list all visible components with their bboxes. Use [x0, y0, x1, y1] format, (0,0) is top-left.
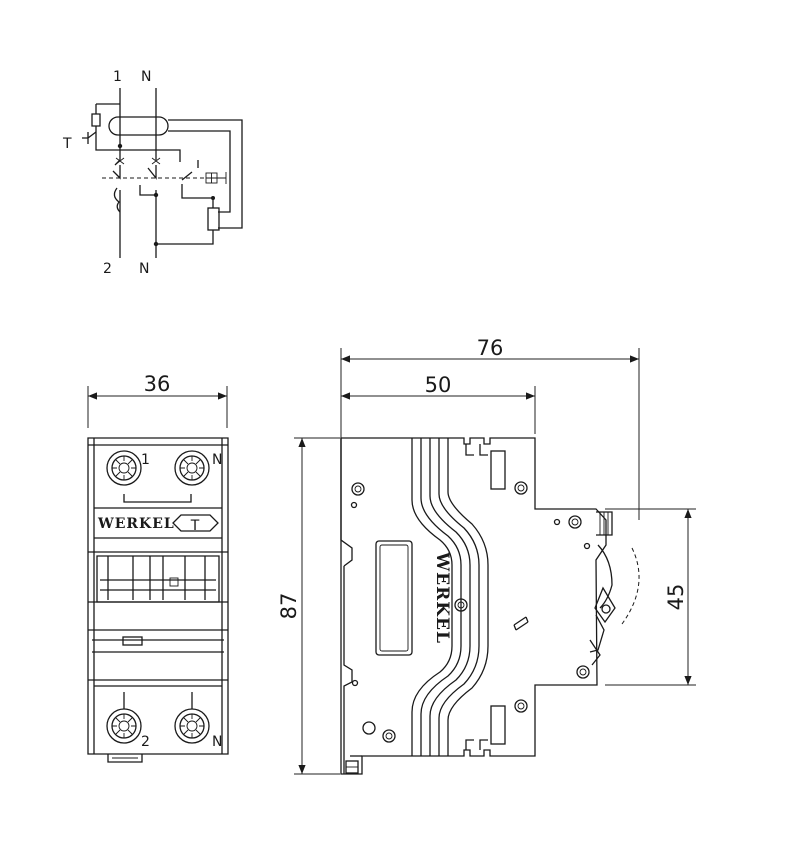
- front-view: 36 1 N WERKEL T: [87, 372, 229, 763]
- side-view: 76 50 87 45: [277, 336, 696, 775]
- side-height-dimension: 87: [277, 593, 301, 620]
- front-terminal-1: 1: [141, 452, 150, 468]
- side-depth-body-dimension: 50: [425, 373, 452, 397]
- side-brand: WERKEL: [432, 551, 452, 644]
- schematic-label-n-bottom: N: [139, 261, 149, 277]
- schematic-label-2: 2: [103, 261, 112, 277]
- screw-top-right: [174, 450, 210, 486]
- schematic-label-t: T: [62, 136, 72, 152]
- front-width-dimension: 36: [144, 372, 171, 396]
- test-button-label[interactable]: T: [190, 518, 200, 534]
- side-front-height-dimension: 45: [664, 584, 688, 611]
- front-terminal-2: 2: [141, 734, 150, 750]
- wiring-schematic: 1 N 2 N T: [62, 69, 243, 277]
- screw-bottom-left: [106, 708, 142, 744]
- front-terminal-n-top: N: [212, 452, 222, 468]
- schematic-label-1: 1: [113, 69, 122, 85]
- front-brand: WERKEL: [97, 516, 175, 532]
- side-depth-total-dimension: 76: [477, 336, 504, 360]
- screw-top-left: [106, 450, 142, 486]
- front-terminal-n-bottom: N: [212, 734, 222, 750]
- schematic-label-n-top: N: [141, 69, 151, 85]
- screw-bottom-right: [174, 708, 210, 744]
